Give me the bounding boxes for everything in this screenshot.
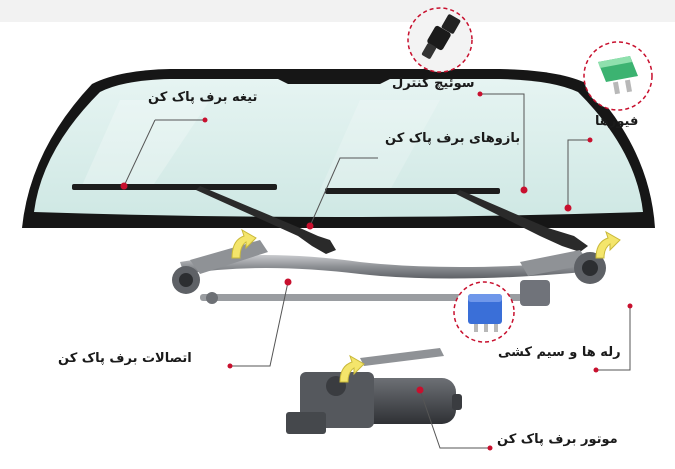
wiper-linkage: [172, 240, 606, 366]
relay-icon: [468, 294, 502, 332]
label-fuses: فیوزها: [595, 114, 639, 129]
leader-blade-v: [123, 119, 156, 187]
ignition-switch-icon: [421, 14, 461, 59]
label-wiper-linkage: اتصالات برف پاک کن: [58, 351, 192, 366]
label-wiper-arms: بازوهای برف پاک کن: [385, 131, 521, 146]
label-wiper-blade: تیغه برف پاک کن: [148, 90, 258, 105]
fuse-inset: [583, 41, 653, 111]
leader-motor: [419, 389, 490, 449]
left-wiper-arm: [196, 186, 336, 254]
motor-body: [360, 378, 456, 424]
arrow-left: [231, 228, 257, 259]
label-control-switch: سوئیچ کنترل: [392, 76, 475, 91]
leader-relay: [596, 306, 631, 371]
mirror-mount: [278, 79, 390, 84]
switch-inset: [407, 7, 473, 73]
right-wiper: [325, 188, 588, 252]
leader-switch: [480, 93, 525, 190]
arrow-right: [595, 230, 621, 259]
windshield-glass: [34, 79, 643, 217]
leader-fuse: [567, 139, 590, 208]
leader-linkage: [230, 281, 289, 367]
windshield: [22, 69, 655, 228]
right-wiper-blade: [325, 188, 500, 194]
relay-inset: [453, 281, 515, 343]
arrow-motor: [339, 354, 365, 383]
label-relays-wiring: رله ها و سیم کشی: [498, 345, 621, 360]
left-wiper-blade: [72, 184, 277, 190]
fuse-icon: [598, 56, 638, 95]
rotation-arrows: [231, 228, 621, 383]
top-band: [0, 0, 675, 22]
label-wiper-motor: موتور برف پاک کن: [497, 432, 618, 447]
right-wiper-arm: [456, 190, 588, 252]
linkage-lower-rod: [200, 294, 530, 301]
linkage-main-rod: [180, 255, 584, 279]
linkage-bracket: [520, 280, 550, 306]
callout-markers: [120, 91, 633, 451]
leader-lines: [123, 93, 631, 449]
wiper-motor: [286, 372, 462, 434]
leader-arms: [309, 157, 378, 227]
